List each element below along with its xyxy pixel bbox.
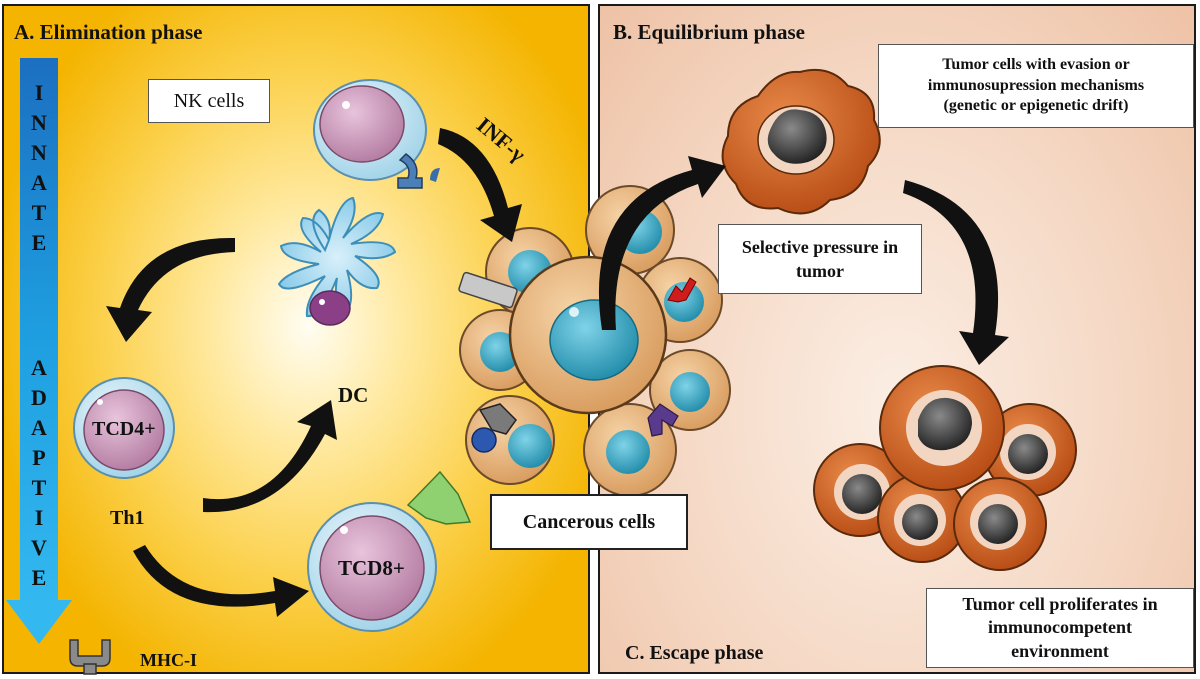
adaptive-letter: A <box>31 415 47 440</box>
selective-pressure-box: Selective pressure in tumor <box>718 224 922 294</box>
adaptive-letter: A <box>31 355 47 380</box>
tcd8-label: TCD8+ <box>338 556 405 580</box>
innate-letter: T <box>31 200 47 225</box>
escaped-tumor-cell <box>721 68 881 215</box>
innate-letter: I <box>34 80 44 105</box>
adaptive-letter: P <box>32 445 46 470</box>
innate-letter: N <box>31 110 47 135</box>
adaptive-letter: I <box>34 505 44 530</box>
equilibrium-phase-title: B. Equilibrium phase <box>613 20 805 44</box>
tcd8-cell <box>307 470 472 632</box>
adaptive-letter: V <box>31 535 47 560</box>
nk-cells-label: NK cells <box>148 79 270 123</box>
th1-label: Th1 <box>110 507 145 529</box>
escape-phase-title: C. Escape phase <box>625 642 764 664</box>
adaptive-letter: T <box>31 475 47 500</box>
nk-cell <box>313 79 440 189</box>
tcd4-cell <box>73 377 175 479</box>
proliferating-tumor-cluster <box>813 365 1077 571</box>
innate-letter: E <box>31 230 47 255</box>
evasion-mechanisms-box: Tumor cells with evasion or immunosupres… <box>878 44 1194 128</box>
innate-letter: A <box>31 170 47 195</box>
mhc-i-symbol <box>69 639 111 675</box>
adaptive-letter: D <box>31 385 47 410</box>
cancerous-cell-cluster <box>458 185 731 497</box>
dc-label: DC <box>338 383 369 407</box>
proliferation-box: Tumor cell proliferates in immunocompete… <box>926 588 1194 668</box>
cancerous-cells-label: Cancerous cells <box>490 494 688 550</box>
process-arrows <box>106 128 1009 617</box>
dendritic-cell <box>277 196 397 326</box>
elimination-phase-title: A. Elimination phase <box>14 20 203 44</box>
adaptive-letter: E <box>31 565 47 590</box>
innate-letter: N <box>31 140 47 165</box>
innate-adaptive-arrow <box>6 58 72 644</box>
mhc-i-label: MHC-I <box>140 650 197 670</box>
tcd4-label: TCD4+ <box>92 418 156 440</box>
